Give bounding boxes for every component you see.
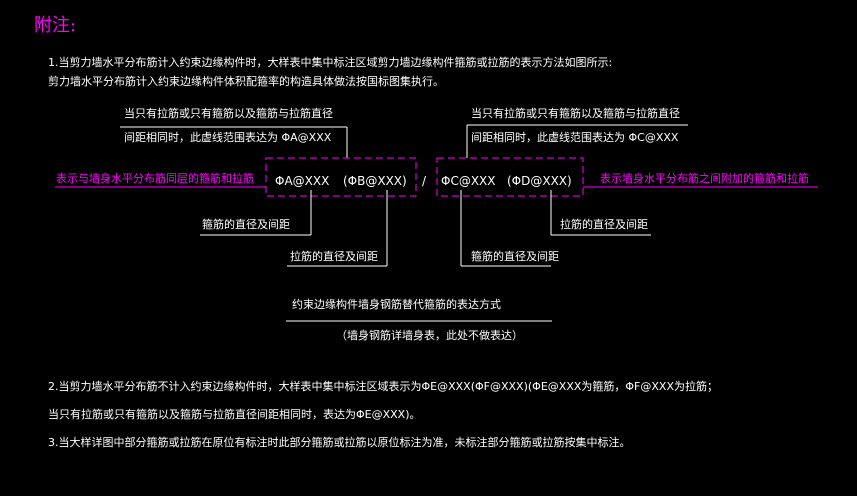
- note-1-line-2: 剪力墙水平分布筋计入约束边缘构件体积配箍率的构造具体做法按国标图集执行。: [48, 75, 444, 88]
- note-3-line-1: 3.当大样详图中部分箍筋或拉筋在原位有标注时此部分箍筋或拉筋以原位标注为准，未标…: [48, 436, 631, 449]
- label-tie-2: 拉筋的直径及间距: [560, 218, 648, 231]
- dashed-box-right: [436, 157, 584, 197]
- note-2-line-2: 当只有拉筋或只有箍筋以及箍筋与拉筋直径间距相同时，表达为ΦE@XXX)。: [48, 408, 421, 421]
- separator-slash: /: [422, 174, 427, 188]
- label-tie-1: 拉筋的直径及间距: [290, 250, 378, 263]
- annotation-top-left-2: 间距相同时，此虚线范围表达为 ΦA@XXX: [124, 131, 332, 144]
- annotation-top-right-2: 间距相同时，此虚线范围表达为 ΦC@XXX: [471, 131, 679, 144]
- box-right-tie-spec: (ΦD@XXX): [507, 174, 572, 188]
- bottom-sublabel: （墙身钢筋详墙身表，此处不做表达）: [336, 329, 523, 342]
- page-title: 附注:: [34, 15, 77, 36]
- right-side-label: 表示墙身水平分布筋之间附加的箍筋和拉筋: [600, 172, 809, 185]
- label-stirrup-2: 箍筋的直径及间距: [471, 250, 559, 263]
- bottom-label: 约束边缘构件墙身钢筋替代箍筋的表达方式: [292, 298, 501, 311]
- box-right-stirrup-spec: ΦC@XXX: [441, 174, 496, 188]
- box-left-tie-spec: (ΦB@XXX): [343, 174, 407, 188]
- label-stirrup-1: 箍筋的直径及间距: [202, 218, 290, 231]
- note-2-line-1: 2.当剪力墙水平分布筋不计入约束边缘构件时，大样表中集中标注区域表示为ΦE@XX…: [48, 380, 718, 393]
- annotation-top-right-1: 当只有拉筋或只有箍筋以及箍筋与拉筋直径: [471, 107, 680, 120]
- note-1-line-1: 1.当剪力墙水平分布筋计入约束边缘构件时，大样表中集中标注区域剪力墙边缘构件箍筋…: [48, 56, 613, 69]
- dashed-box-left: [265, 157, 417, 197]
- annotation-top-left-1: 当只有拉筋或只有箍筋以及箍筋与拉筋直径: [124, 107, 333, 120]
- box-left-stirrup-spec: ΦA@XXX: [275, 174, 330, 188]
- left-side-label: 表示与墙身水平分布筋同层的箍筋和拉筋: [56, 172, 254, 185]
